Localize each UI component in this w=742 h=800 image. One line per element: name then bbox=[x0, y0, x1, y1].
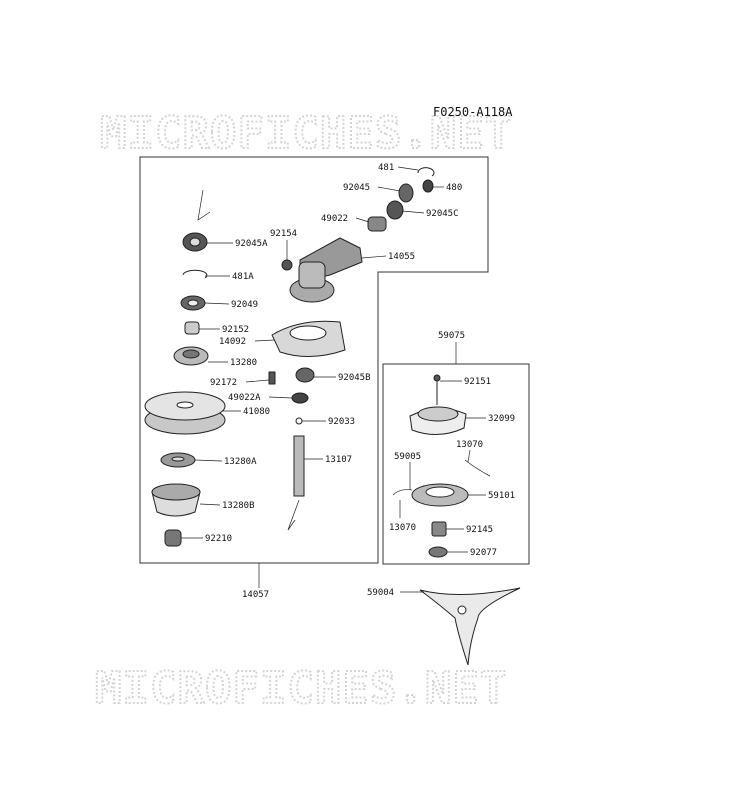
collar-92152 bbox=[184, 321, 200, 335]
label-92049: 92049 bbox=[231, 300, 258, 310]
blade-59004-hole bbox=[457, 605, 467, 615]
knob-92077 bbox=[428, 546, 448, 558]
spacer-92033 bbox=[295, 417, 303, 425]
label-41080: 41080 bbox=[243, 407, 270, 417]
bolt-92151-head bbox=[433, 374, 441, 382]
label-92045: 92045 bbox=[343, 183, 370, 193]
label-92154: 92154 bbox=[270, 229, 297, 239]
nut-92210 bbox=[164, 529, 182, 547]
label-13070-upper: 13070 bbox=[456, 440, 483, 450]
label-92172: 92172 bbox=[210, 378, 237, 388]
leader-14092 bbox=[254, 339, 275, 342]
bearing-92045A-inner bbox=[189, 237, 201, 247]
label-92145: 92145 bbox=[466, 525, 493, 535]
nylon-cord-13070-upper bbox=[464, 459, 491, 477]
leader-92045 bbox=[377, 186, 401, 192]
leader-13280B bbox=[199, 503, 221, 506]
label-92045C: 92045C bbox=[426, 209, 459, 219]
oil-seal-92049-inner bbox=[187, 299, 199, 307]
holder-13280-hub bbox=[182, 349, 200, 359]
leader-481 bbox=[397, 166, 419, 171]
watermark-top: MICROFICHES.NET bbox=[100, 108, 512, 159]
label-59101: 59101 bbox=[488, 491, 515, 501]
bearing-92045B bbox=[295, 367, 315, 383]
shaft-line-top bbox=[197, 189, 211, 221]
gear-49022A bbox=[291, 392, 309, 404]
leader-92172 bbox=[245, 379, 270, 383]
label-59004: 59004 bbox=[367, 588, 394, 598]
gear-49022 bbox=[367, 216, 387, 232]
diagram-code: F0250-A118A bbox=[433, 105, 513, 119]
label-92210: 92210 bbox=[205, 534, 232, 544]
label-59075: 59075 bbox=[438, 331, 465, 341]
nylon-cord-13070-lower bbox=[392, 489, 413, 496]
holder-13280B-top bbox=[151, 483, 201, 501]
spool-59101-hub bbox=[425, 486, 455, 498]
bolt-92172 bbox=[268, 371, 276, 385]
snap-ring-481 bbox=[417, 167, 435, 177]
label-13280: 13280 bbox=[230, 358, 257, 368]
leader-49022A bbox=[268, 396, 293, 399]
label-32099: 32099 bbox=[488, 414, 515, 424]
label-92045A: 92045A bbox=[235, 239, 268, 249]
leader-92045C bbox=[401, 210, 425, 214]
bearing-92045C bbox=[386, 200, 404, 220]
leader-49022 bbox=[355, 217, 370, 223]
blade-59004 bbox=[419, 587, 521, 666]
label-92152: 92152 bbox=[222, 325, 249, 335]
label-49022: 49022 bbox=[321, 214, 348, 224]
bearing-92045 bbox=[398, 183, 414, 203]
label-14092: 14092 bbox=[219, 337, 246, 347]
leader-13280A bbox=[194, 459, 223, 462]
label-480: 480 bbox=[446, 183, 462, 193]
label-481: 481 bbox=[378, 163, 394, 173]
cover-32099-top bbox=[417, 406, 459, 422]
label-92151: 92151 bbox=[464, 377, 491, 387]
label-92045B: 92045B bbox=[338, 373, 371, 383]
shaft-line-bottom bbox=[287, 499, 300, 531]
label-13280A: 13280A bbox=[224, 457, 257, 467]
bolt-92154 bbox=[281, 259, 293, 271]
leader-92049 bbox=[204, 302, 230, 305]
label-92033: 92033 bbox=[328, 417, 355, 427]
gear-case-body bbox=[298, 261, 326, 289]
label-14057: 14057 bbox=[242, 590, 269, 600]
spring-92145 bbox=[431, 521, 447, 537]
label-13070-lower: 13070 bbox=[389, 523, 416, 533]
main-assembly-frame bbox=[139, 156, 489, 564]
shaft-13107 bbox=[293, 435, 305, 497]
label-481A: 481A bbox=[232, 272, 254, 282]
oil-seal-480 bbox=[422, 179, 434, 193]
cover-41080-hole bbox=[176, 401, 194, 409]
guard-opening bbox=[289, 325, 327, 341]
label-14055: 14055 bbox=[388, 252, 415, 262]
leader-13070-upper bbox=[467, 449, 471, 463]
watermark-bottom: MICROFICHES.NET bbox=[95, 663, 507, 714]
cutter-head-frame bbox=[382, 363, 530, 565]
leader-14055 bbox=[361, 255, 387, 259]
label-49022A: 49022A bbox=[228, 393, 261, 403]
label-59005: 59005 bbox=[394, 452, 421, 462]
holder-13280A-hub bbox=[171, 456, 185, 462]
snap-ring-481A bbox=[182, 269, 208, 279]
label-13280B: 13280B bbox=[222, 501, 255, 511]
label-13107: 13107 bbox=[325, 455, 352, 465]
label-92077: 92077 bbox=[470, 548, 497, 558]
